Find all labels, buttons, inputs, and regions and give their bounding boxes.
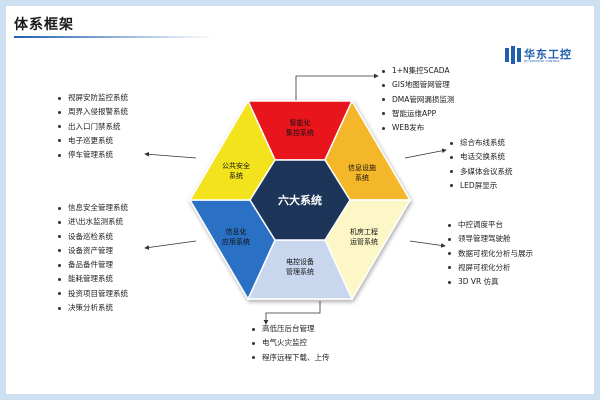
list-item: 中控调度平台 [448, 218, 533, 232]
list-left-upper: 视屏安防监控系统 周界入侵报警系统 出入口门禁系统 电子巡更系统 停车管理系统 [58, 91, 128, 162]
list-item: 信息安全管理系统 [58, 201, 128, 215]
company-logo: 华东工控 HD INDUSTRY CONTROL [505, 46, 587, 66]
list-top-right: 1+N集控SCADA GIS地图管网管理 DMA管网漏损监测 智能运维APP W… [382, 64, 454, 135]
list-item: 领导管理驾驶舱 [448, 232, 533, 246]
list-item: 备品备件管理 [58, 258, 128, 272]
segment-upper-left-line2: 系统 [229, 171, 243, 180]
connector-lower-right [409, 240, 446, 248]
list-item: 视屏安防监控系统 [58, 91, 128, 105]
center-hexagon [249, 159, 351, 241]
logo-subtext: HD INDUSTRY CONTROL [524, 59, 561, 63]
list-item: 1+N集控SCADA [382, 64, 454, 78]
segment-lower-left-line1: 信息化 [226, 227, 247, 236]
segment-lower-right-line1: 机房工程 [350, 227, 378, 236]
connector-lines [144, 73, 447, 325]
list-item: 智能运维APP [382, 107, 454, 121]
list-item: 进\出水监测系统 [58, 215, 128, 229]
list-item: 电气火灾监控 [252, 336, 330, 350]
page-title: 体系框架 [14, 17, 74, 33]
segment-top-line1: 智能化 [290, 118, 311, 127]
title-underline [14, 36, 214, 38]
logo-text: 华东工控 [524, 48, 572, 61]
list-item: 高低压后台管理 [252, 322, 330, 336]
list-item: 电子巡更系统 [58, 134, 128, 148]
list-item: 停车管理系统 [58, 148, 128, 162]
segment-bottom-line1: 电控设备 [286, 257, 314, 266]
segment-lower-left-line2: 应用系统 [222, 237, 250, 246]
list-item: 多媒体会议系统 [450, 165, 513, 179]
list-item: 程序远程下载、上传 [252, 351, 330, 365]
segment-upper-left-line1: 公共安全 [222, 161, 250, 170]
connector-bottom [263, 301, 321, 325]
list-bottom: 高低压后台管理 电气火灾监控 程序远程下载、上传 [252, 322, 330, 365]
segment-upper-right-line1: 信息设施 [348, 163, 376, 172]
list-item: WEB发布 [382, 121, 454, 135]
segment-bottom-line2: 管理系统 [286, 267, 314, 276]
list-item: 视屏可视化分析 [448, 261, 533, 275]
list-right-lower: 中控调度平台 领导管理驾驶舱 数据可视化分析与展示 视屏可视化分析 3D VR … [448, 218, 533, 289]
list-item: 综合布线系统 [450, 136, 513, 150]
list-right-upper: 综合布线系统 电话交换系统 多媒体会议系统 LED屏显示 [450, 136, 513, 193]
list-item: 电话交换系统 [450, 150, 513, 164]
connector-upper-left [144, 151, 197, 159]
connector-top [295, 73, 379, 101]
segment-top-line2: 集控系统 [286, 128, 314, 137]
list-left-lower: 信息安全管理系统 进\出水监测系统 设备巡检系统 设备资产管理 备品备件管理 能… [58, 201, 128, 315]
list-item: DMA管网漏损监测 [382, 93, 454, 107]
connector-upper-right [404, 148, 447, 159]
list-item: 出入口门禁系统 [58, 120, 128, 134]
segment-upper-right-line2: 系统 [355, 173, 369, 182]
connector-lower-left [144, 240, 197, 250]
list-item: GIS地图管网管理 [382, 78, 454, 92]
logo-icon [505, 46, 521, 64]
list-item: 数据可视化分析与展示 [448, 247, 533, 261]
list-item: 投资项目管理系统 [58, 287, 128, 301]
list-item: 3D VR 仿真 [448, 275, 533, 289]
list-item: 决策分析系统 [58, 301, 128, 315]
segment-lower-right-line2: 运管系统 [350, 237, 378, 246]
list-item: 设备巡检系统 [58, 230, 128, 244]
list-item: 设备资产管理 [58, 244, 128, 258]
list-item: 周界入侵报警系统 [58, 105, 128, 119]
list-item: LED屏显示 [450, 179, 513, 193]
center-label: 六大系统 [278, 193, 322, 207]
list-item: 能耗管理系统 [58, 272, 128, 286]
